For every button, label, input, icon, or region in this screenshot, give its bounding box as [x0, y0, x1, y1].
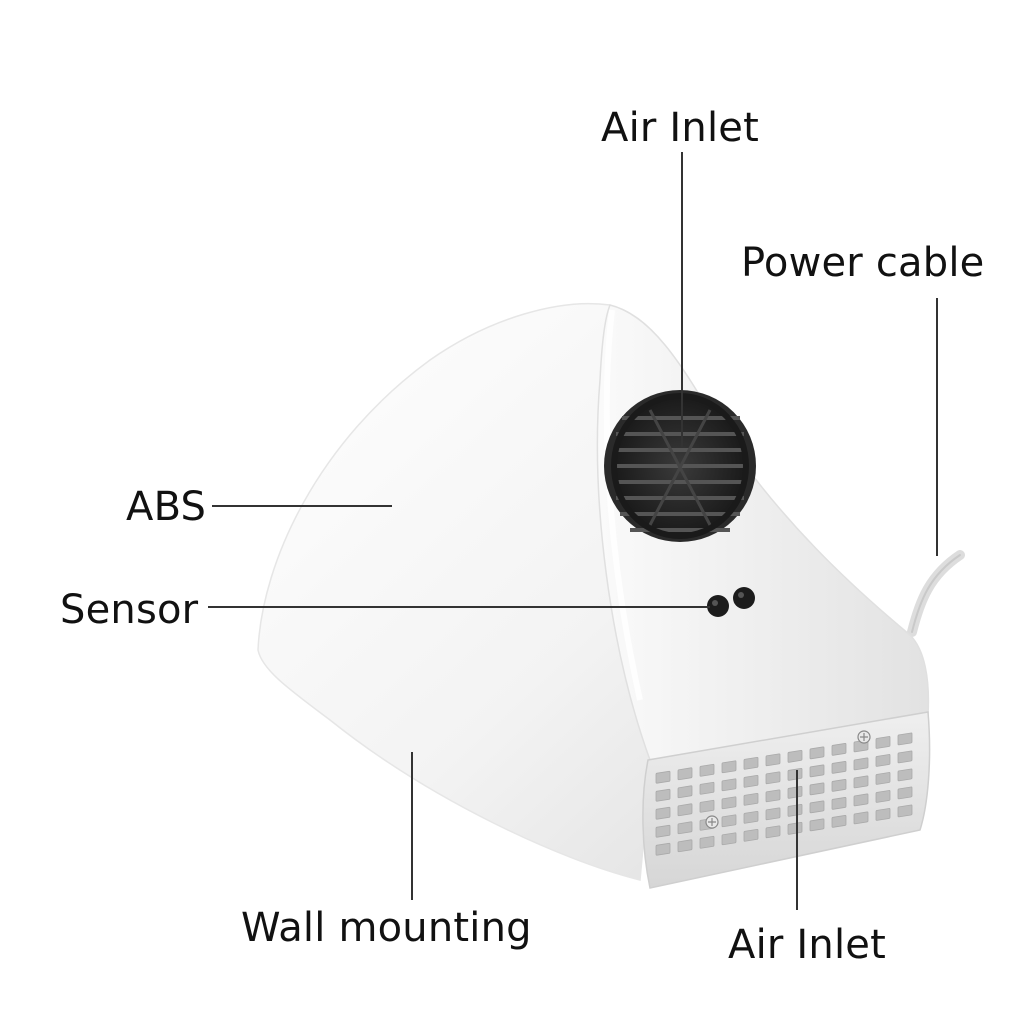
power-cable [907, 550, 965, 637]
leader-air-inlet-bottom [796, 770, 798, 910]
label-air-inlet-bottom: Air Inlet [728, 922, 886, 968]
label-abs: ABS [126, 484, 207, 530]
label-wall-mounting: Wall mounting [241, 905, 532, 951]
leader-power-cable [936, 298, 938, 556]
label-power-cable: Power cable [741, 240, 985, 286]
screw-icon [705, 730, 871, 829]
bottom-vent-block [642, 711, 931, 889]
leader-sensor [208, 606, 710, 608]
leader-air-inlet-top [681, 152, 683, 447]
leader-abs [212, 505, 392, 507]
label-sensor: Sensor [60, 587, 199, 633]
top-air-inlet-fan [604, 390, 756, 542]
label-air-inlet-top: Air Inlet [601, 105, 759, 151]
leader-wall-mounting [411, 752, 413, 900]
sensor-eyes [707, 587, 755, 617]
bottom-air-inlet-grille [655, 732, 913, 856]
